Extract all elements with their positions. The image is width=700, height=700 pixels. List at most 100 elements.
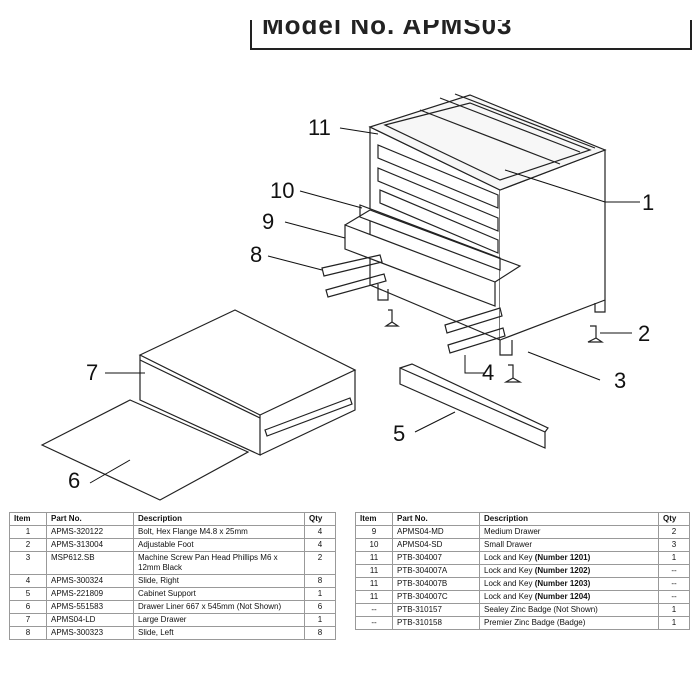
cell-description: Slide, Right xyxy=(133,574,305,588)
item-text: 1 xyxy=(25,527,31,536)
cell-item: 8 xyxy=(9,626,47,640)
cell-qty: 1 xyxy=(304,587,336,601)
cell-description: Slide, Left xyxy=(133,626,305,640)
table-row: 9 APMS04-MD Medium Drawer 2 xyxy=(355,525,690,539)
callout-10: 10 xyxy=(270,178,294,203)
item-text: 4 xyxy=(25,576,31,585)
callout-labels: 1 2 3 4 5 6 7 8 9 10 11 xyxy=(68,115,654,493)
cell-part-no: PTB-310158 xyxy=(392,616,480,630)
item-text: 7 xyxy=(25,615,31,624)
cell-part-no: PTB-304007 xyxy=(392,551,480,565)
description-text: Cabinet Support xyxy=(138,589,196,598)
item-text: 11 xyxy=(369,592,379,601)
cell-description: Small Drawer xyxy=(479,538,659,552)
cell-qty: 1 xyxy=(658,551,690,565)
cell-item: 9 xyxy=(355,525,393,539)
cell-description: Sealey Zinc Badge (Not Shown) xyxy=(479,603,659,617)
header-description: Description xyxy=(479,512,659,526)
item-text: 8 xyxy=(25,628,31,637)
description-text: Slide, Left xyxy=(138,628,174,637)
part-no-text: APMS-320122 xyxy=(51,527,104,536)
cell-part-no: APMS04-LD xyxy=(46,613,134,627)
description-text: Sealey Zinc Badge (Not Shown) xyxy=(484,605,598,614)
cell-item: 6 xyxy=(9,600,47,614)
table-header-row: Item Part No. Description Qty xyxy=(9,512,336,526)
callout-4: 4 xyxy=(482,360,494,385)
cell-item: -- xyxy=(355,603,393,617)
cell-part-no: APMS-551583 xyxy=(46,600,134,614)
cell-part-no: APMS-221809 xyxy=(46,587,134,601)
header-description: Description xyxy=(133,512,305,526)
part-no-text: APMS-221809 xyxy=(51,589,104,598)
description-bold-text: (Number 1201) xyxy=(534,553,591,562)
callout-2: 2 xyxy=(638,321,650,346)
description-bold-text: (Number 1202) xyxy=(534,566,591,575)
cell-part-no: PTB-310157 xyxy=(392,603,480,617)
qty-text: 2 xyxy=(671,527,677,536)
cell-item: 10 xyxy=(355,538,393,552)
description-bold-text: (Number 1203) xyxy=(534,579,591,588)
cell-part-no: APMS-313004 xyxy=(46,538,134,552)
callout-1: 1 xyxy=(642,190,654,215)
callout-7: 7 xyxy=(86,360,98,385)
description-text: Large Drawer xyxy=(138,615,187,624)
part-no-text: APMS04-MD xyxy=(397,527,444,536)
qty-text: 1 xyxy=(671,618,677,627)
cell-item: 11 xyxy=(355,577,393,591)
exploded-diagram: 1 2 3 4 5 6 7 8 9 10 11 xyxy=(40,93,654,501)
table-row: 4 APMS-300324 Slide, Right 8 xyxy=(9,574,336,588)
cell-qty: 4 xyxy=(304,525,336,539)
cell-description: Lock and Key (Number 1204) xyxy=(479,590,659,604)
part-no-text: APMS04-LD xyxy=(51,615,96,624)
item-text: 11 xyxy=(369,579,379,588)
cell-item: 3 xyxy=(9,551,47,575)
callout-11: 11 xyxy=(308,115,331,140)
cell-part-no: MSP612.SB xyxy=(46,551,134,575)
cell-description: Medium Drawer xyxy=(479,525,659,539)
callout-3: 3 xyxy=(614,368,626,393)
parts-table-left: Item Part No. Description Qty 1 APMS-3201… xyxy=(9,512,336,640)
item-text: 5 xyxy=(25,589,31,598)
header-item: Item xyxy=(355,512,393,526)
cell-part-no: PTB-304007C xyxy=(392,590,480,604)
cell-description: Adjustable Foot xyxy=(133,538,305,552)
cell-qty: -- xyxy=(658,577,690,591)
part-no-text: APMS-551583 xyxy=(51,602,104,611)
cell-description: Lock and Key (Number 1201) xyxy=(479,551,659,565)
part-no-text: APMS-300324 xyxy=(51,576,104,585)
description-text: Lock and Key xyxy=(484,592,535,601)
description-text: Machine Screw Pan Head Phillips M6 x 12m… xyxy=(138,553,278,572)
cell-item: 1 xyxy=(9,525,47,539)
part-no-text: PTB-304007C xyxy=(397,592,448,601)
cell-part-no: APMS-300324 xyxy=(46,574,134,588)
qty-text: 8 xyxy=(317,576,323,585)
part-no-text: PTB-304007 xyxy=(397,553,442,562)
callout-6: 6 xyxy=(68,468,80,493)
cell-qty: 3 xyxy=(658,538,690,552)
qty-text: 1 xyxy=(671,605,677,614)
header-part-no: Part No. xyxy=(392,512,480,526)
qty-text: 1 xyxy=(671,553,677,562)
part-no-text: PTB-310157 xyxy=(397,605,442,614)
callout-5: 5 xyxy=(393,421,405,446)
table-row: 5 APMS-221809 Cabinet Support 1 xyxy=(9,587,336,601)
callout-9: 9 xyxy=(262,209,274,234)
table-row: -- PTB-310157 Sealey Zinc Badge (Not Shown… xyxy=(355,603,690,617)
description-text: Adjustable Foot xyxy=(138,540,194,549)
description-text: Lock and Key xyxy=(484,579,535,588)
description-text: Lock and Key xyxy=(484,566,535,575)
model-heading: Model No. APMS03 xyxy=(262,20,513,40)
cell-qty: 1 xyxy=(658,603,690,617)
item-text: 2 xyxy=(25,540,31,549)
leader-lines xyxy=(89,127,640,484)
item-text: 11 xyxy=(369,553,379,562)
cabinet-drawing xyxy=(40,93,607,501)
item-text: 6 xyxy=(25,602,31,611)
